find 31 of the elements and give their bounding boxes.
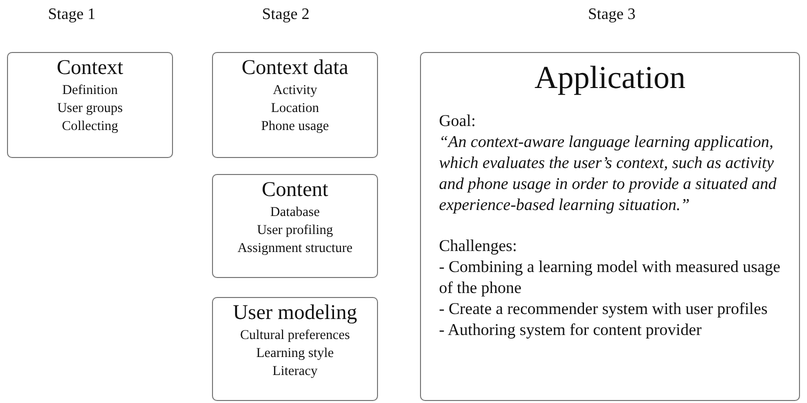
box-heading: Context data bbox=[242, 55, 348, 80]
list-item: Database bbox=[270, 204, 320, 220]
stage-label: Stage 2 bbox=[262, 6, 310, 24]
list-item: Cultural preferences bbox=[240, 327, 350, 343]
box-heading: Context bbox=[56, 55, 124, 80]
goal-quote: “An context-aware language learning application, which evaluates the user’s context, such as activity and phone usage in order to provide a situated and experience-based learning situation.” bbox=[439, 131, 778, 215]
challenge-item: - Create a recommender system with user profiles bbox=[439, 298, 769, 319]
section-heading: Challenges: bbox=[439, 235, 518, 256]
list-item: User groups bbox=[57, 100, 123, 116]
stage-box bbox=[420, 52, 800, 401]
box-heading: Content bbox=[262, 177, 328, 202]
stage-box bbox=[212, 297, 378, 401]
stage-label: Stage 1 bbox=[48, 6, 96, 24]
list-item: Activity bbox=[272, 82, 318, 98]
challenge-item: - Authoring system for content provider bbox=[439, 319, 703, 340]
box-heading: User modeling bbox=[232, 300, 358, 325]
list-item: Location bbox=[271, 100, 319, 116]
list-item: Assignment structure bbox=[237, 240, 353, 256]
stage-label: Stage 3 bbox=[588, 6, 636, 24]
stage-box bbox=[7, 52, 173, 158]
challenge-item: - Combining a learning model with measured usage of the phone bbox=[439, 256, 781, 298]
box-heading: Application bbox=[534, 59, 686, 96]
list-item: Definition bbox=[62, 82, 118, 98]
list-item: User profiling bbox=[256, 222, 334, 238]
list-item: Learning style bbox=[256, 345, 334, 361]
list-item: Collecting bbox=[62, 118, 118, 134]
list-item: Phone usage bbox=[261, 118, 329, 134]
section-heading: Goal: bbox=[439, 110, 477, 131]
stage-box bbox=[212, 52, 378, 158]
list-item: Literacy bbox=[272, 363, 318, 379]
stage-box bbox=[212, 174, 378, 278]
